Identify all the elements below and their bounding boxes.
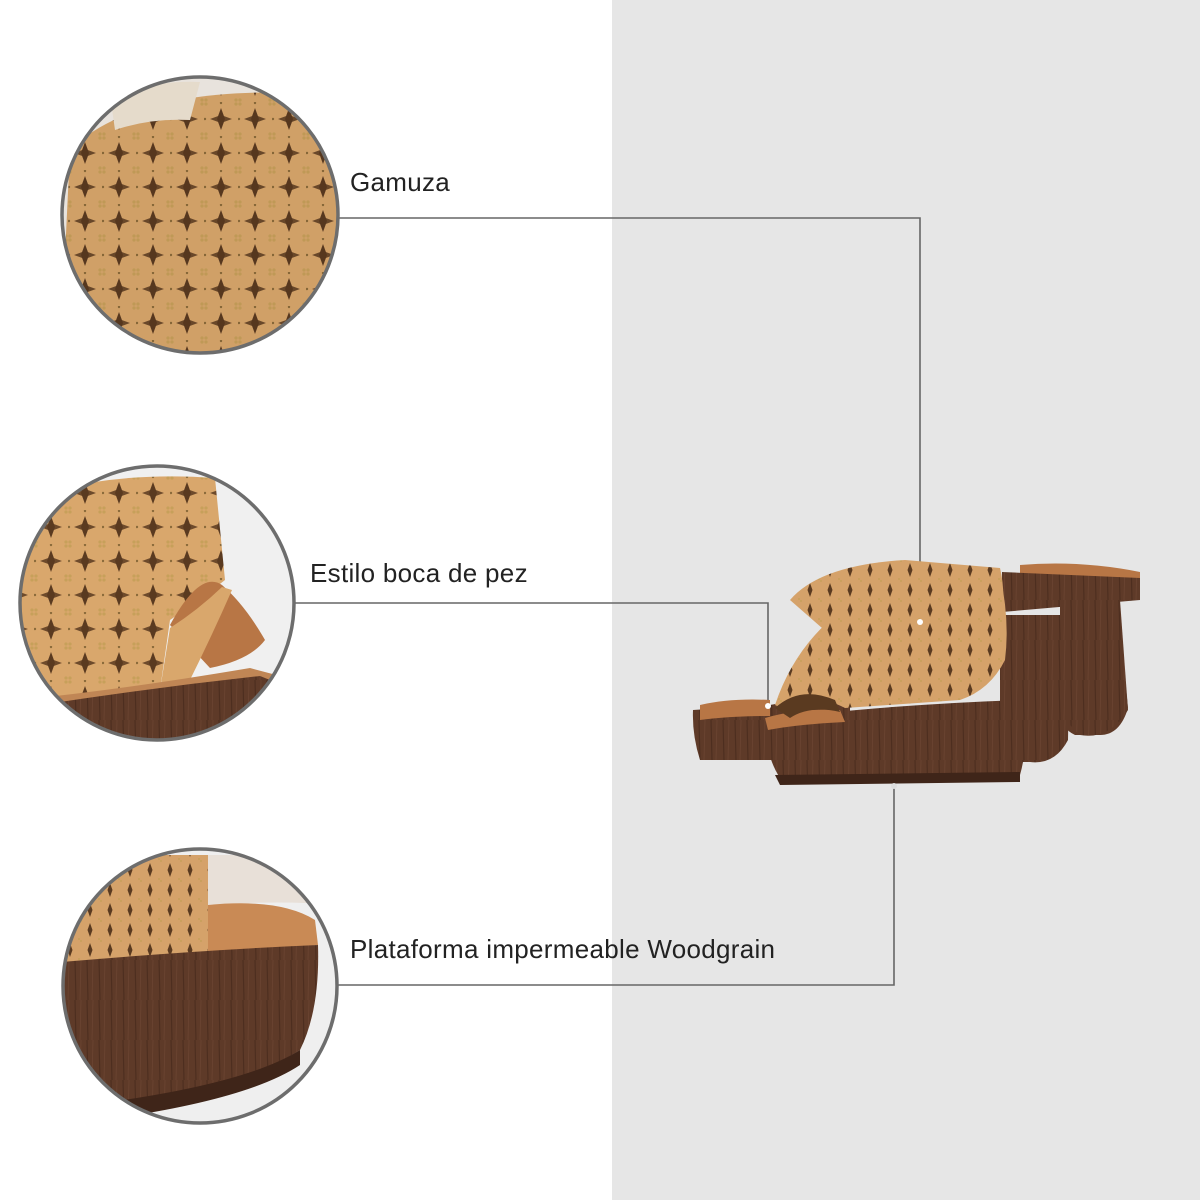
feature-label-gamuza: Gamuza (350, 167, 451, 197)
product-sandals (692, 560, 1140, 789)
detail-circle-suede (60, 75, 340, 355)
connector-peep-toe (292, 602, 769, 706)
detail-circle-peep-toe (18, 464, 296, 742)
feature-label-platform: Plataforma impermeable Woodgrain (350, 934, 776, 964)
connector-platform (336, 786, 895, 986)
connector-lines (292, 217, 921, 986)
feature-label-peep-toe: Estilo boca de pez (310, 558, 528, 588)
connector-gamuza (338, 217, 921, 622)
detail-circle-platform (61, 847, 339, 1125)
